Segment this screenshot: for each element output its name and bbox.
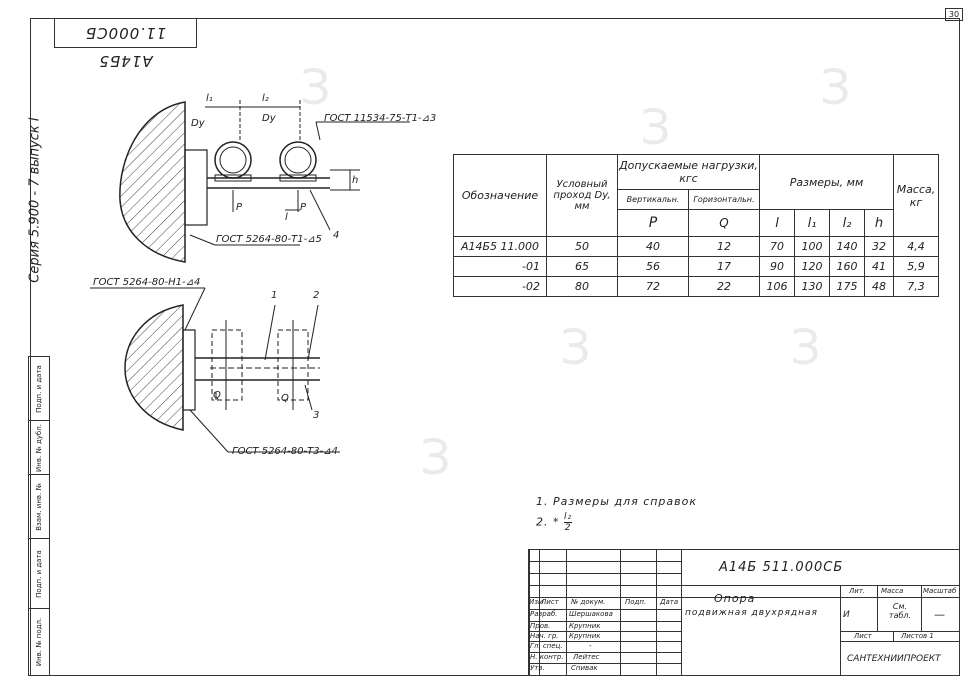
title-name-2: подвижная двухрядная [685,608,818,618]
header-q: Q [688,209,760,237]
p-label-1: P [236,202,243,213]
callout-2: 2 [313,290,320,301]
header-dims: Размеры, мм [759,154,894,210]
table-row: -01 65 56 17 90 120 160 41 5,9 [453,256,939,277]
clamp-1 [211,329,243,401]
dim-l2: l₂ [262,93,269,104]
q-label-2: Q [281,393,289,404]
watermark: З [640,100,671,156]
watermark: З [420,430,451,486]
table-row: -02 80 72 22 106 130 175 48 7,3 [453,276,939,297]
role-label: Разраб. [530,610,558,618]
pipe-2 [279,141,317,179]
dy-label-1: Dy [191,118,205,129]
col-header: № докум. [571,598,606,606]
wall-section-bottom [124,304,184,431]
dim-l: l [285,212,288,223]
watermark: З [560,320,591,376]
scale-header: Масштаб [923,587,957,595]
dy-label-2: Dy [262,113,276,124]
header-horizontal: Горизонтальн. [688,189,760,210]
gost-top-label: ГОСТ 11534-75-Т1-⊿3 [324,113,437,124]
header-l1: l₁ [794,209,830,237]
sheet-label: Лист [854,632,872,640]
sheet-number: 30 [945,8,963,21]
header-l: l [759,209,795,237]
base-plate-top [184,149,208,226]
header-loads: Допускаемые нагрузки, кгс [617,154,760,190]
gost-bot2-label: ГОСТ 5264-80-Т3-⊿4 [232,446,338,457]
lit-value: И [843,610,850,620]
role-name: Крупник [569,632,601,640]
watermark: З [790,320,821,376]
dim-l1: l₁ [206,93,213,104]
callout-1: 1 [271,290,278,301]
role-name: Лейтес [573,653,600,661]
role-label: Гл. спец. [530,642,563,650]
header-vertical: Вертикальн. [617,189,689,210]
gost-bot1-label: ГОСТ 5264-80-Т1-⊿5 [216,234,322,245]
side-sign-strip: Подп. и дата Инв. № дубл. Взам. инв. № П… [28,356,50,676]
title-name-1: Опора [714,592,756,605]
dim-h: h [352,175,359,186]
role-label: Н. контр. [530,653,564,661]
scale-value: — [934,608,945,621]
note-2: 2. * l₂ 2 [536,512,573,533]
pipe-1 [214,141,252,179]
header-h: h [864,209,894,237]
header-designation: Обозначение [453,154,547,237]
col-header: Лист [541,598,559,606]
header-l2: l₂ [829,209,865,237]
lit-header: Лит. [849,587,866,595]
base-plate-bottom [182,329,196,411]
role-name: Шершакова [569,610,613,618]
q-label-1: Q [213,390,221,401]
col-header: Изм [529,598,544,606]
note-2-fraction: l₂ 2 [564,512,573,533]
role-name: Спивак [571,664,598,672]
header-mass: Масса, кг [893,154,939,237]
callout-3: 3 [313,410,320,421]
role-name: - [589,642,592,650]
wall-section-top [119,101,186,263]
rotated-code-box: А14Б5 11.000СБ [54,18,197,70]
sheets-label: Листов 1 [901,632,934,640]
table-row: А14Б5 11.000 50 40 12 70 100 140 32 4,4 [453,236,939,257]
role-name: Крупник [569,622,601,630]
gost-mid-label: ГОСТ 5264-80-Н1-⊿4 [93,277,201,288]
organization: САНТЕХНИИПРОЕКТ [847,654,941,664]
col-header: Подп. [625,598,647,606]
watermark: З [820,60,851,116]
callout-4a: 4 [333,230,340,241]
dimensions-table: Обозначение Условный проход Dy, мм Допус… [453,154,939,297]
note-2-prefix: 2. * [536,515,560,529]
role-label: Утв. [530,664,545,672]
p-label-2: P [300,202,307,213]
title-code: А14Б 511.000СБ [719,560,844,575]
header-dn: Условный проход Dy, мм [546,154,618,237]
mass-header: Масса [881,587,904,595]
col-header: Дата [660,598,679,606]
header-p: P [617,209,689,237]
role-label: Нач. гр. [530,632,559,640]
watermark: З [300,60,331,116]
mass-value: См. табл. [888,602,912,620]
sheet-frame [30,18,960,676]
note-1: 1. Размеры для справок [536,495,698,508]
role-label: Пров. [530,622,551,630]
title-block: А14Б 511.000СБ Изм Лист № докум. Подп. Д… [528,549,960,676]
